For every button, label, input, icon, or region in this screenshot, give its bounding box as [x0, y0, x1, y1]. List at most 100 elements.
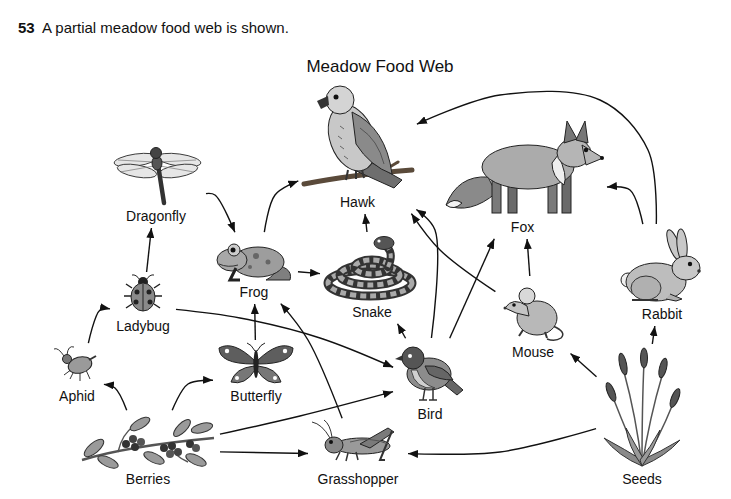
grasshopper-picture — [329, 440, 333, 444]
food-arrow — [398, 324, 406, 339]
berries-picture — [96, 453, 120, 470]
mouse-picture — [519, 330, 547, 338]
rabbit-picture — [632, 299, 658, 301]
frog-picture — [266, 260, 271, 265]
bird-picture — [425, 366, 453, 380]
berries-picture — [174, 448, 182, 456]
snake-picture — [328, 237, 412, 297]
label-holder: Aphid — [52, 388, 102, 405]
bird-picture — [402, 347, 424, 369]
berries-picture — [192, 444, 200, 452]
organism-label: Frog — [240, 284, 269, 301]
snake-picture — [387, 247, 391, 267]
organism-label: Butterfly — [230, 388, 281, 405]
seeds-node: Seeds — [598, 346, 686, 489]
fox-picture — [564, 121, 577, 143]
snake-picture — [355, 260, 389, 274]
mouse-picture — [504, 307, 507, 310]
hawk-picture — [352, 112, 392, 174]
food-arrow — [220, 452, 308, 454]
berries-picture — [168, 442, 176, 450]
snake-picture — [387, 247, 391, 267]
label-holder: Seeds — [598, 471, 686, 488]
label-holder: Dragonfly — [108, 208, 204, 225]
food-arrow — [652, 326, 655, 344]
dragonfly-picture — [157, 162, 198, 181]
butterfly-picture — [225, 349, 229, 353]
food-arrow — [411, 214, 495, 292]
butterfly-picture — [254, 350, 259, 378]
organism-label: Grasshopper — [318, 471, 399, 488]
mouse-node: Mouse — [497, 278, 569, 362]
butterfly-picture — [247, 343, 265, 351]
aphid-picture — [54, 347, 96, 381]
food-arrow — [527, 239, 530, 276]
food-arrow — [147, 228, 152, 272]
ladybug-picture — [143, 284, 144, 311]
label-holder: Rabbit — [618, 306, 706, 323]
organism-label: Ladybug — [116, 318, 170, 335]
hawk-picture — [338, 126, 348, 159]
mouse-picture — [512, 303, 516, 307]
organism-label: Aphid — [59, 388, 95, 405]
question-text: A partial meadow food web is shown. — [42, 19, 289, 37]
butterfly-picture — [231, 366, 255, 383]
berries-picture — [190, 421, 214, 435]
hawk-picture — [360, 128, 384, 164]
berries-picture — [129, 435, 137, 443]
grasshopper-node: Grasshopper — [310, 420, 406, 489]
berries-node: Berries — [78, 412, 218, 489]
fox-node: Fox — [440, 115, 605, 237]
label-holder: Butterfly — [215, 388, 297, 405]
bird-picture — [395, 347, 463, 400]
berries-picture — [128, 415, 152, 434]
rabbit-picture — [621, 228, 701, 301]
hawk-picture — [334, 95, 339, 100]
food-arrow — [408, 429, 596, 455]
frog-picture — [228, 244, 240, 256]
hawk-picture — [304, 86, 412, 188]
fox-picture — [576, 121, 588, 143]
frog-picture — [253, 253, 259, 259]
rabbit-picture — [631, 276, 661, 300]
mouse-picture — [519, 288, 535, 304]
berries-picture — [171, 417, 193, 439]
rabbit-picture — [666, 294, 682, 301]
berries-picture — [166, 450, 174, 458]
berries-picture — [82, 415, 214, 471]
frog-picture — [231, 248, 236, 253]
aphid-picture — [54, 347, 74, 356]
organism-label: Berries — [126, 471, 170, 488]
frog-picture — [217, 244, 291, 280]
organism-label: Mouse — [512, 344, 554, 361]
berries-picture — [142, 449, 166, 466]
ladybug-picture — [124, 275, 162, 311]
ladybug-picture — [131, 283, 155, 311]
food-arrow — [365, 214, 367, 232]
organism-label: Bird — [418, 406, 443, 423]
bird-picture — [408, 354, 412, 358]
fox-picture — [446, 121, 604, 213]
butterfly-picture — [257, 366, 281, 383]
butterfly-picture — [273, 376, 277, 380]
hawk-node: Hawk — [300, 78, 415, 212]
snake-picture — [355, 260, 389, 274]
berries-picture — [160, 444, 168, 452]
berries-picture — [137, 438, 145, 446]
label-holder: Bird — [395, 406, 465, 423]
label-holder: Snake — [322, 304, 422, 321]
food-arrow — [206, 193, 235, 232]
rabbit-picture — [672, 256, 700, 280]
food-arrow — [417, 91, 656, 224]
butterfly-picture — [219, 346, 254, 364]
snake-picture — [377, 239, 380, 242]
butterfly-picture — [219, 343, 293, 383]
snake-picture — [374, 237, 394, 250]
ladybug-picture — [134, 300, 139, 305]
ladybug-picture — [135, 290, 140, 295]
ladybug-node: Ladybug — [112, 274, 174, 336]
question-number: 53 — [18, 19, 35, 37]
berries-picture — [122, 440, 130, 448]
dragonfly-node: Dragonfly — [108, 146, 204, 226]
